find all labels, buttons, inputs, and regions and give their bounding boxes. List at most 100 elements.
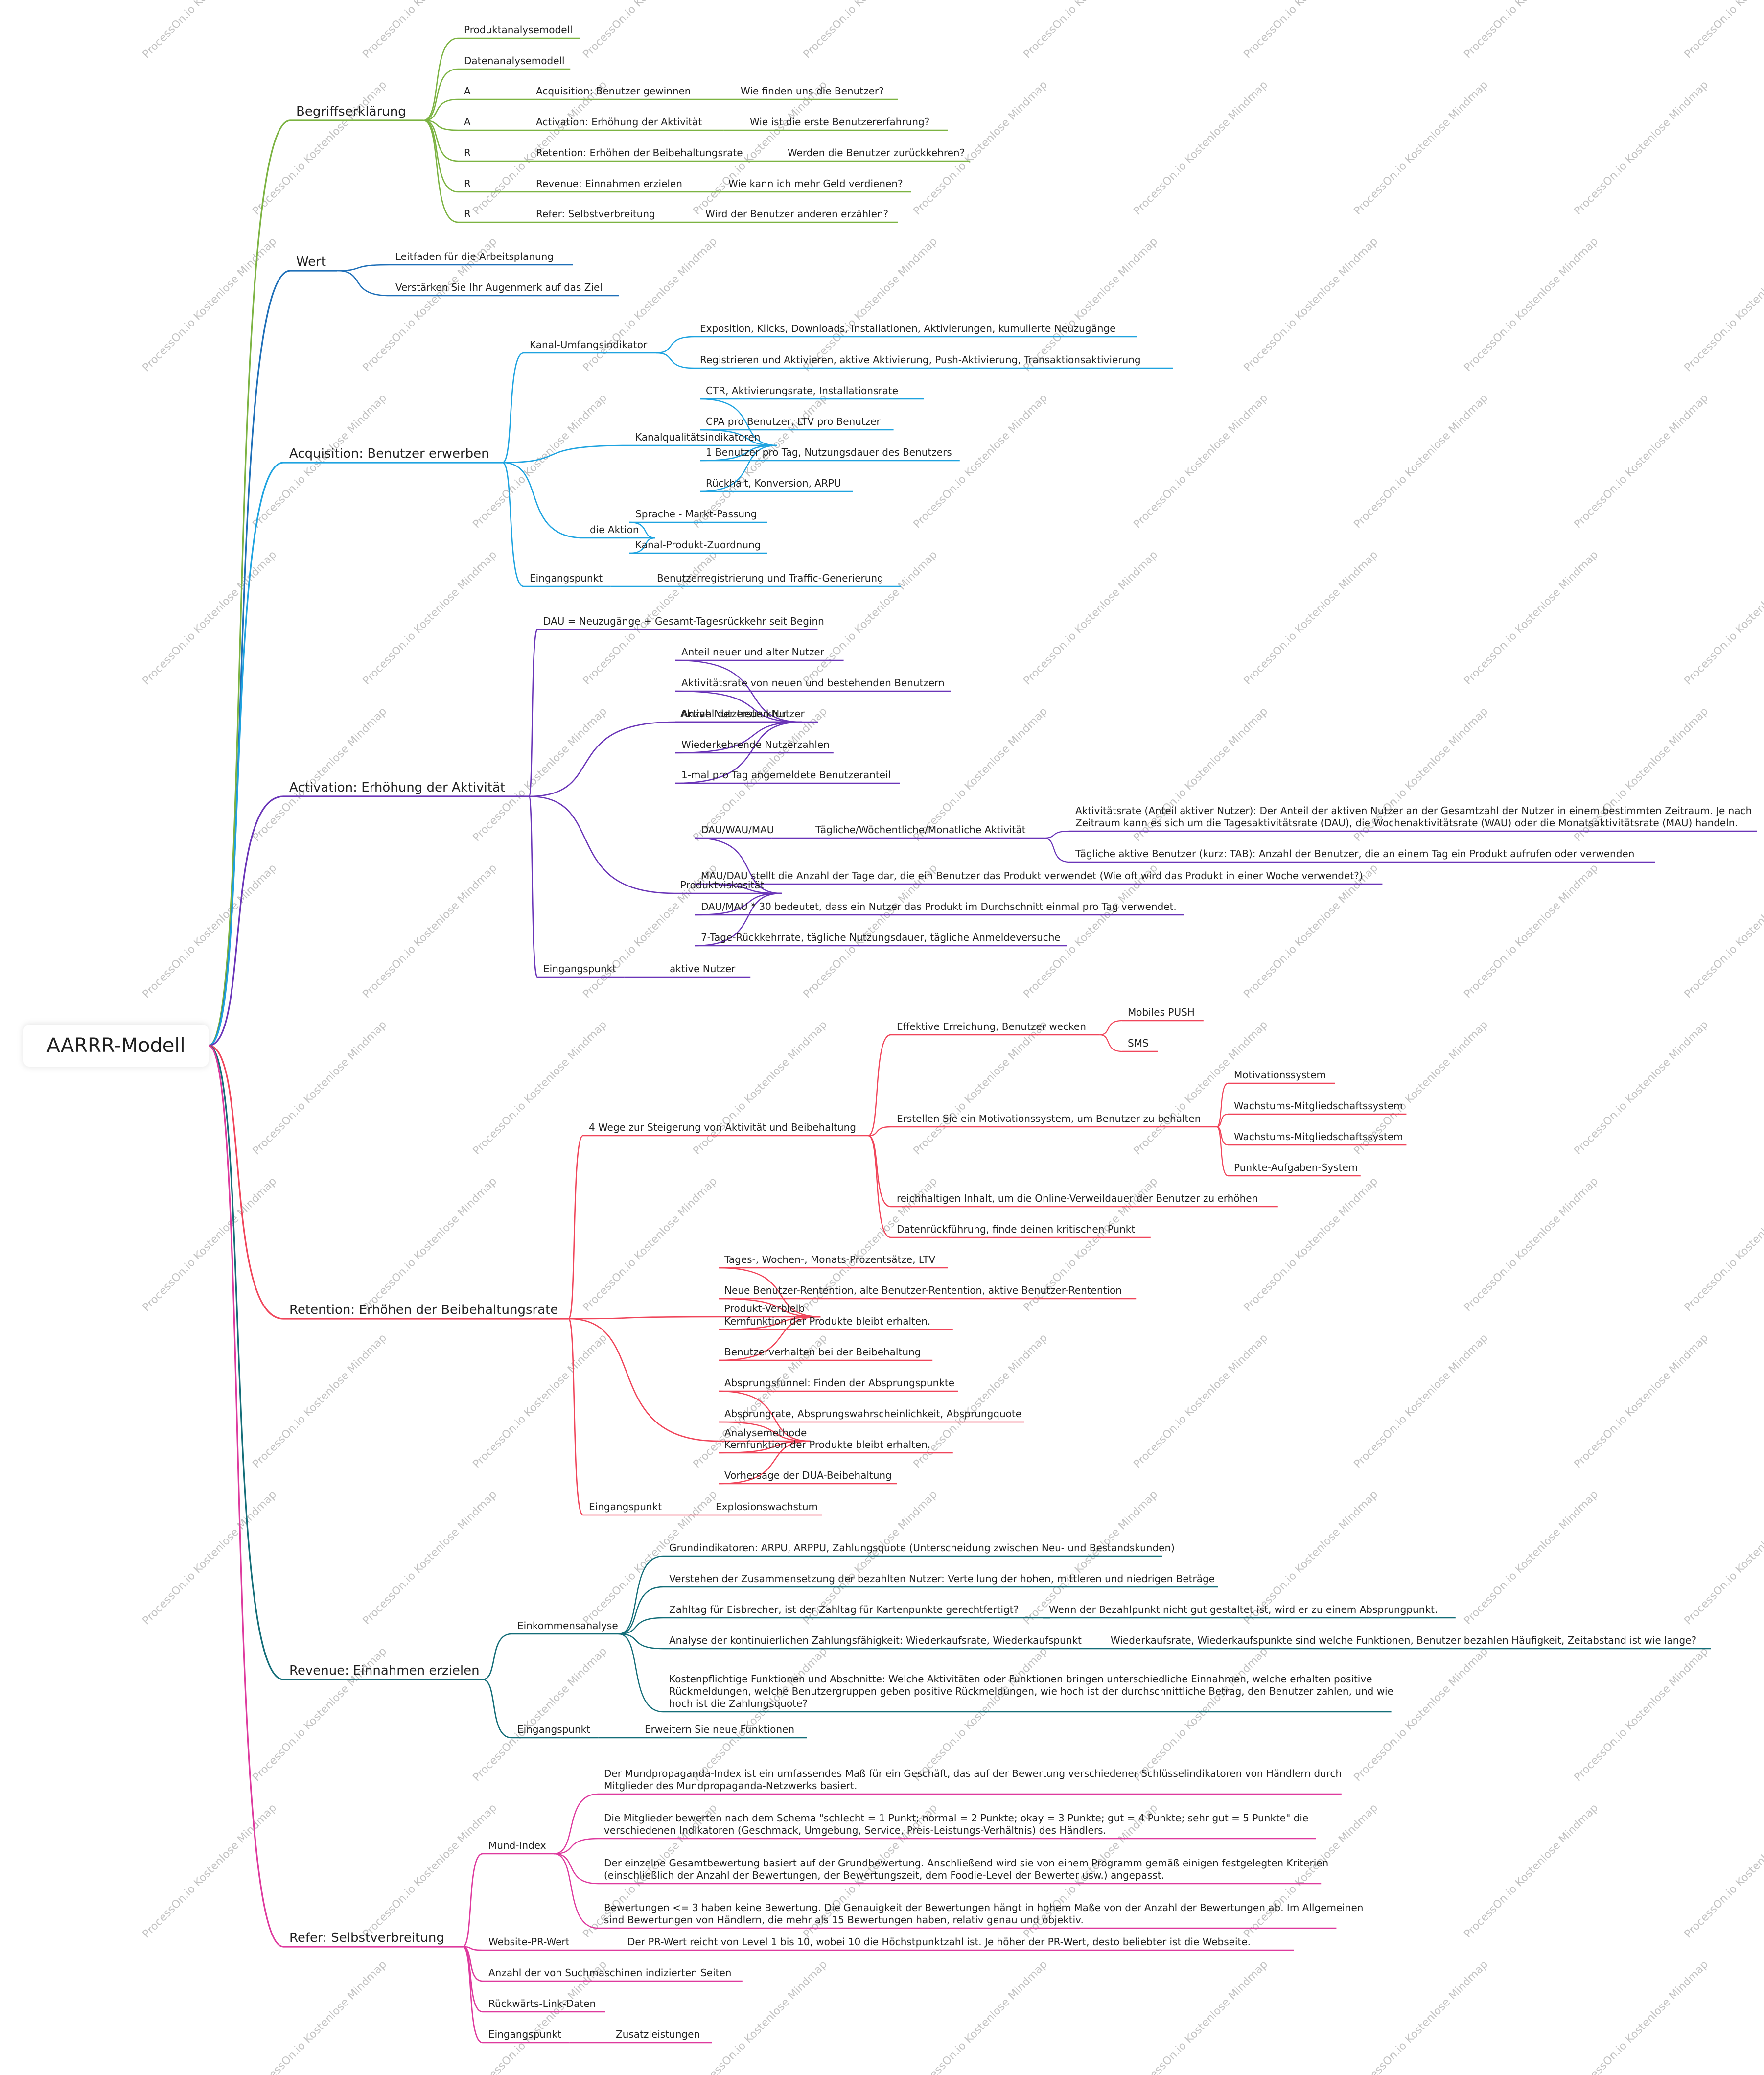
topic-node[interactable]: Absprungsfunnel: Finden der Absprungspun… — [724, 1377, 954, 1389]
topic-node[interactable]: Absprungrate, Absprungswahrscheinlichkei… — [724, 1408, 1021, 1420]
topic-node[interactable]: Wachstums-Mitgliedschaftssystem — [1234, 1131, 1403, 1142]
branch-node[interactable]: Acquisition: Benutzer erwerben — [289, 446, 489, 461]
topic-node[interactable]: Kanalqualitätsindikatoren — [635, 431, 760, 443]
topic-node[interactable]: Datenanalysemodell — [464, 55, 565, 67]
topic-node[interactable]: Wiederkehrende Nutzerzahlen — [681, 739, 830, 750]
topic-node[interactable]: MAU/DAU stellt die Anzahl der Tage dar, … — [701, 870, 1363, 882]
topic-node[interactable]: Eingangspunkt — [488, 2028, 561, 2040]
topic-node[interactable]: Activation: Erhöhung der Aktivität — [536, 116, 702, 128]
topic-node[interactable]: Bewertungen <= 3 haben keine Bewertung. … — [604, 1902, 1363, 1926]
topic-node[interactable]: Punkte-Aufgaben-System — [1234, 1162, 1358, 1173]
branch-node[interactable]: Activation: Erhöhung der Aktivität — [289, 780, 505, 795]
topic-node[interactable]: Erstellen Sie ein Motivationssystem, um … — [897, 1113, 1201, 1124]
topic-node[interactable]: Mobiles PUSH — [1128, 1006, 1195, 1018]
topic-node[interactable]: 7-Tage-Rückkehrrate, tägliche Nutzungsda… — [701, 932, 1061, 943]
topic-node[interactable]: Tägliche aktive Benutzer (kurz: TAB): An… — [1075, 848, 1634, 860]
topic-node[interactable]: Exposition, Klicks, Downloads, Installat… — [700, 323, 1115, 334]
branch-node[interactable]: Retention: Erhöhen der Beibehaltungsrate — [289, 1303, 558, 1317]
topic-node[interactable]: Leitfaden für die Arbeitsplanung — [395, 251, 554, 262]
topic-node[interactable]: Kernfunktion der Produkte bleibt erhalte… — [724, 1315, 930, 1327]
topic-node[interactable]: Eingangspunkt — [543, 963, 616, 975]
root-node[interactable]: AARRR-Modell — [23, 1025, 209, 1067]
topic-node[interactable]: aktive Nutzer — [670, 963, 736, 975]
topic-node[interactable]: Der PR-Wert reicht von Level 1 bis 10, w… — [627, 1936, 1251, 1948]
topic-node[interactable]: Wenn der Bezahlpunkt nicht gut gestaltet… — [1049, 1604, 1438, 1615]
topic-node[interactable]: R — [464, 178, 471, 189]
topic-node[interactable]: Explosionswachstum — [716, 1501, 818, 1513]
topic-node[interactable]: Revenue: Einnahmen erzielen — [536, 178, 682, 189]
topic-node[interactable]: A — [464, 116, 471, 128]
topic-node[interactable]: Tägliche/Wöchentliche/Monatliche Aktivit… — [815, 824, 1026, 836]
topic-node[interactable]: Aktivitätsrate von neuen und bestehenden… — [681, 677, 945, 689]
topic-node[interactable]: Website-PR-Wert — [488, 1936, 570, 1948]
branch-node[interactable]: Refer: Selbstverbreitung — [289, 1931, 444, 1945]
topic-node[interactable]: Effektive Erreichung, Benutzer wecken — [897, 1021, 1086, 1032]
topic-node[interactable]: R — [464, 147, 471, 159]
topic-node[interactable]: Werden die Benutzer zurückkehren? — [788, 147, 965, 159]
topic-node[interactable]: Aktive Nutzerstruktur — [680, 708, 786, 720]
topic-node[interactable]: Refer: Selbstverbreitung — [536, 208, 655, 220]
topic-node[interactable]: Kostenpflichtige Funktionen und Abschnit… — [669, 1673, 1393, 1709]
topic-node[interactable]: Registrieren und Aktivieren, aktive Akti… — [700, 354, 1141, 366]
topic-node[interactable]: Verstärken Sie Ihr Augenmerk auf das Zie… — [395, 281, 603, 293]
topic-node[interactable]: Datenrückführung, finde deinen kritische… — [897, 1223, 1135, 1235]
topic-node[interactable]: Der einzelne Gesamtbewertung basiert auf… — [604, 1857, 1328, 1881]
topic-node[interactable]: R — [464, 208, 471, 220]
topic-node[interactable]: Wie finden uns die Benutzer? — [741, 85, 884, 97]
topic-node[interactable]: Der Mundpropaganda-Index ist ein umfasse… — [604, 1768, 1342, 1792]
topic-node[interactable]: reichhaltigen Inhalt, um die Online-Verw… — [897, 1192, 1258, 1204]
topic-node[interactable]: Zusatzleistungen — [616, 2028, 700, 2040]
topic-node[interactable]: CTR, Aktivierungsrate, Installationsrate — [706, 385, 898, 396]
topic-node[interactable]: Produkt-Verbleib — [724, 1303, 805, 1314]
topic-node[interactable]: Einkommensanalyse — [517, 1620, 618, 1632]
topic-node[interactable]: Zahltag für Eisbrecher, ist der Zahltag … — [669, 1604, 1019, 1615]
topic-node[interactable]: 1 Benutzer pro Tag, Nutzungsdauer des Be… — [706, 446, 952, 458]
topic-node[interactable]: Rückwärts-Link-Daten — [488, 1998, 596, 2009]
topic-node[interactable]: Neue Benutzer-Rentention, alte Benutzer-… — [724, 1284, 1122, 1296]
branch-node[interactable]: Begriffserklärung — [296, 104, 406, 119]
branch-node[interactable]: Revenue: Einnahmen erzielen — [289, 1663, 480, 1678]
topic-node[interactable]: Anzahl der treuen Nutzer — [681, 708, 805, 720]
topic-node[interactable]: Kanal-Produkt-Zuordnung — [635, 539, 761, 551]
topic-node[interactable]: Kernfunktion der Produkte bleibt erhalte… — [724, 1439, 930, 1450]
topic-node[interactable]: Wie ist die erste Benutzererfahrung? — [750, 116, 929, 128]
topic-node[interactable]: DAU/WAU/MAU — [701, 824, 774, 836]
topic-node[interactable]: Anteil neuer und alter Nutzer — [681, 646, 825, 658]
topic-node[interactable]: Eingangspunkt — [517, 1724, 590, 1735]
topic-node[interactable]: Wird der Benutzer anderen erzählen? — [705, 208, 888, 220]
topic-node[interactable]: Produktviskosität — [680, 879, 765, 891]
topic-node[interactable]: Grundindikatoren: ARPU, ARPPU, Zahlungsq… — [669, 1542, 1175, 1554]
topic-node[interactable]: 4 Wege zur Steigerung von Aktivität und … — [589, 1121, 856, 1133]
topic-node[interactable]: DAU = Neuzugänge + Gesamt-Tagesrückkehr … — [543, 615, 824, 627]
topic-node[interactable]: Produktanalysemodell — [464, 24, 573, 36]
topic-node[interactable]: Benutzerverhalten bei der Beibehaltung — [724, 1346, 921, 1358]
topic-node[interactable]: 1-mal pro Tag angemeldete Benutzeranteil — [681, 769, 891, 781]
topic-node[interactable]: Wiederkaufsrate, Wiederkaufspunkte sind … — [1111, 1634, 1696, 1646]
topic-node[interactable]: SMS — [1128, 1037, 1149, 1049]
topic-node[interactable]: Sprache - Markt-Passung — [635, 508, 757, 520]
topic-node[interactable]: Rückhalt, Konversion, ARPU — [706, 477, 841, 489]
topic-node[interactable]: Retention: Erhöhen der Beibehaltungsrate — [536, 147, 743, 159]
topic-node[interactable]: Vorhersage der DUA-Beibehaltung — [724, 1469, 892, 1481]
topic-node[interactable]: CPA pro Benutzer, LTV pro Benutzer — [706, 416, 881, 427]
topic-node[interactable]: die Aktion — [590, 524, 639, 536]
topic-node[interactable]: Aktivitätsrate (Anteil aktiver Nutzer): … — [1075, 805, 1752, 829]
topic-node[interactable]: Verstehen der Zusammensetzung der bezahl… — [669, 1573, 1215, 1585]
topic-node[interactable]: Mund-Index — [488, 1840, 546, 1851]
topic-node[interactable]: Wie kann ich mehr Geld verdienen? — [728, 178, 903, 189]
topic-node[interactable]: Wachstums-Mitgliedschaftssystem — [1234, 1100, 1403, 1112]
topic-node[interactable]: Anzahl der von Suchmaschinen indizierten… — [488, 1967, 731, 1979]
topic-node[interactable]: A — [464, 85, 471, 97]
topic-node[interactable]: Eingangspunkt — [589, 1501, 662, 1513]
topic-node[interactable]: Analysemethode — [724, 1427, 807, 1439]
topic-node[interactable]: Acquisition: Benutzer gewinnen — [536, 85, 691, 97]
topic-node[interactable]: Tages-, Wochen-, Monats-Prozentsätze, LT… — [724, 1254, 936, 1265]
topic-node[interactable]: Motivationssystem — [1234, 1069, 1326, 1081]
topic-node[interactable]: Eingangspunkt — [530, 572, 603, 584]
topic-node[interactable]: Benutzerregistrierung und Traffic-Generi… — [657, 572, 883, 584]
topic-node[interactable]: DAU/MAU * 30 bedeutet, dass ein Nutzer d… — [701, 901, 1177, 912]
branch-node[interactable]: Wert — [296, 255, 326, 269]
topic-node[interactable]: Analyse der kontinuierlichen Zahlungsfäh… — [669, 1634, 1082, 1646]
topic-node[interactable]: Kanal-Umfangsindikator — [530, 339, 648, 350]
topic-node[interactable]: Die Mitglieder bewerten nach dem Schema … — [604, 1812, 1308, 1836]
